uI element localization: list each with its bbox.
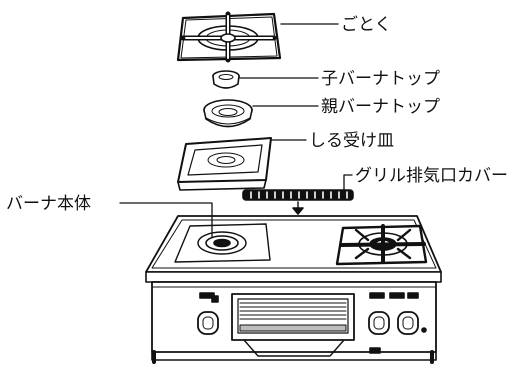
- drip-tray-part: [177, 137, 272, 191]
- label-burner-body: バーナ本体: [6, 194, 91, 214]
- leader-burner-body: [119, 202, 213, 239]
- small-burner-top-part: [212, 70, 240, 89]
- main-burner-top-part: [203, 99, 253, 128]
- label-small-burner-top: 子バーナトップ: [321, 69, 440, 89]
- label-grate: ごとく: [341, 15, 392, 35]
- stove-body: [145, 215, 442, 364]
- grill-vent-cover-part: [242, 189, 354, 215]
- grate-part: [176, 11, 282, 63]
- label-grill-vent-cover: グリル排気口カバー: [355, 166, 508, 186]
- label-main-burner-top: 親バーナトップ: [321, 97, 440, 117]
- labels: ごとく 子バーナトップ 親バーナトップ しる受け皿 グリル排気口カバー バーナ本…: [6, 15, 508, 214]
- leader-lines: [119, 23, 353, 239]
- label-drip-tray: しる受け皿: [309, 131, 394, 151]
- leader-grill-vent-cover: [343, 174, 353, 191]
